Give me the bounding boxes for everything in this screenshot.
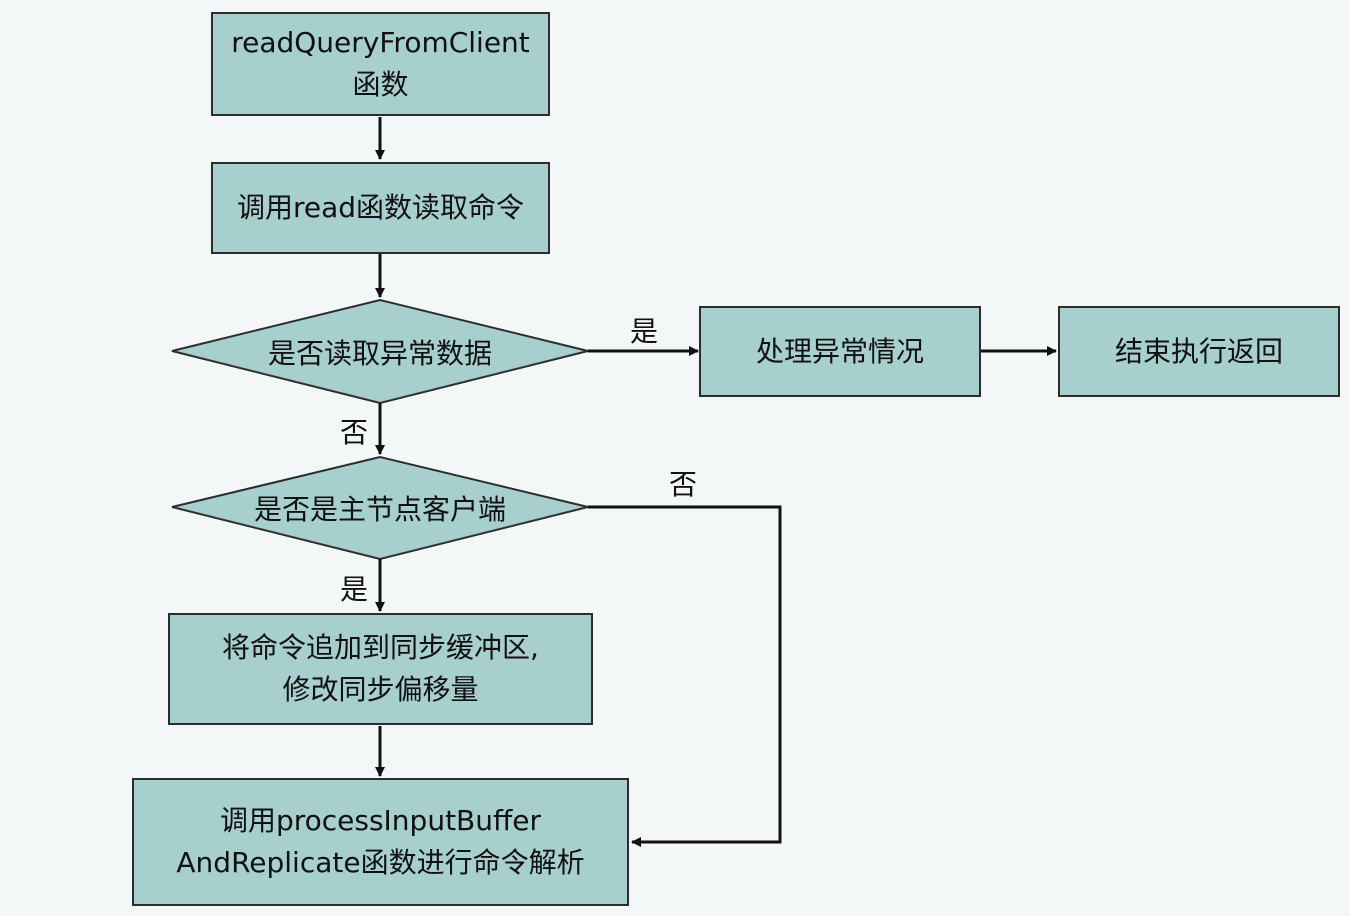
node-append-line1: 将命令追加到同步缓冲区, [222,631,539,664]
node-read-label: 调用read函数读取命令 [236,191,525,224]
node-call-read: 调用read函数读取命令 [211,162,550,254]
arrow-master-no [588,505,782,847]
node-check-master-label: 是否是主节点客户端 [253,493,506,526]
node-handle-error-label: 处理异常情况 [755,334,924,368]
edge-label-error-no: 否 [340,416,369,449]
node-end-return-label: 结束执行返回 [1114,334,1283,368]
node-append-line2: 修改同步偏移量 [282,673,479,706]
node-check-error: 是否读取异常数据 [172,330,588,374]
node-check-error-label: 是否读取异常数据 [267,337,492,370]
node-handle-error: 处理异常情况 [699,306,981,397]
node-start-line1: readQueryFromClient [231,26,530,59]
node-check-master: 是否是主节点客户端 [172,486,588,530]
node-process-line2: AndReplicate函数进行命令解析 [176,846,585,879]
node-read-query-from-client: readQueryFromClient 函数 [211,12,550,116]
node-process-line1: 调用processInputBuffer [219,804,542,837]
node-start-line2: 函数 [352,68,409,101]
edge-label-master-yes: 是 [340,573,369,606]
edge-label-master-no: 否 [669,468,698,501]
edge-label-error-yes: 是 [630,315,659,348]
node-process-input-buffer: 调用processInputBuffer AndReplicate函数进行命令解… [132,778,629,906]
node-end-return: 结束执行返回 [1058,306,1340,397]
node-append-buffer: 将命令追加到同步缓冲区, 修改同步偏移量 [168,613,593,725]
